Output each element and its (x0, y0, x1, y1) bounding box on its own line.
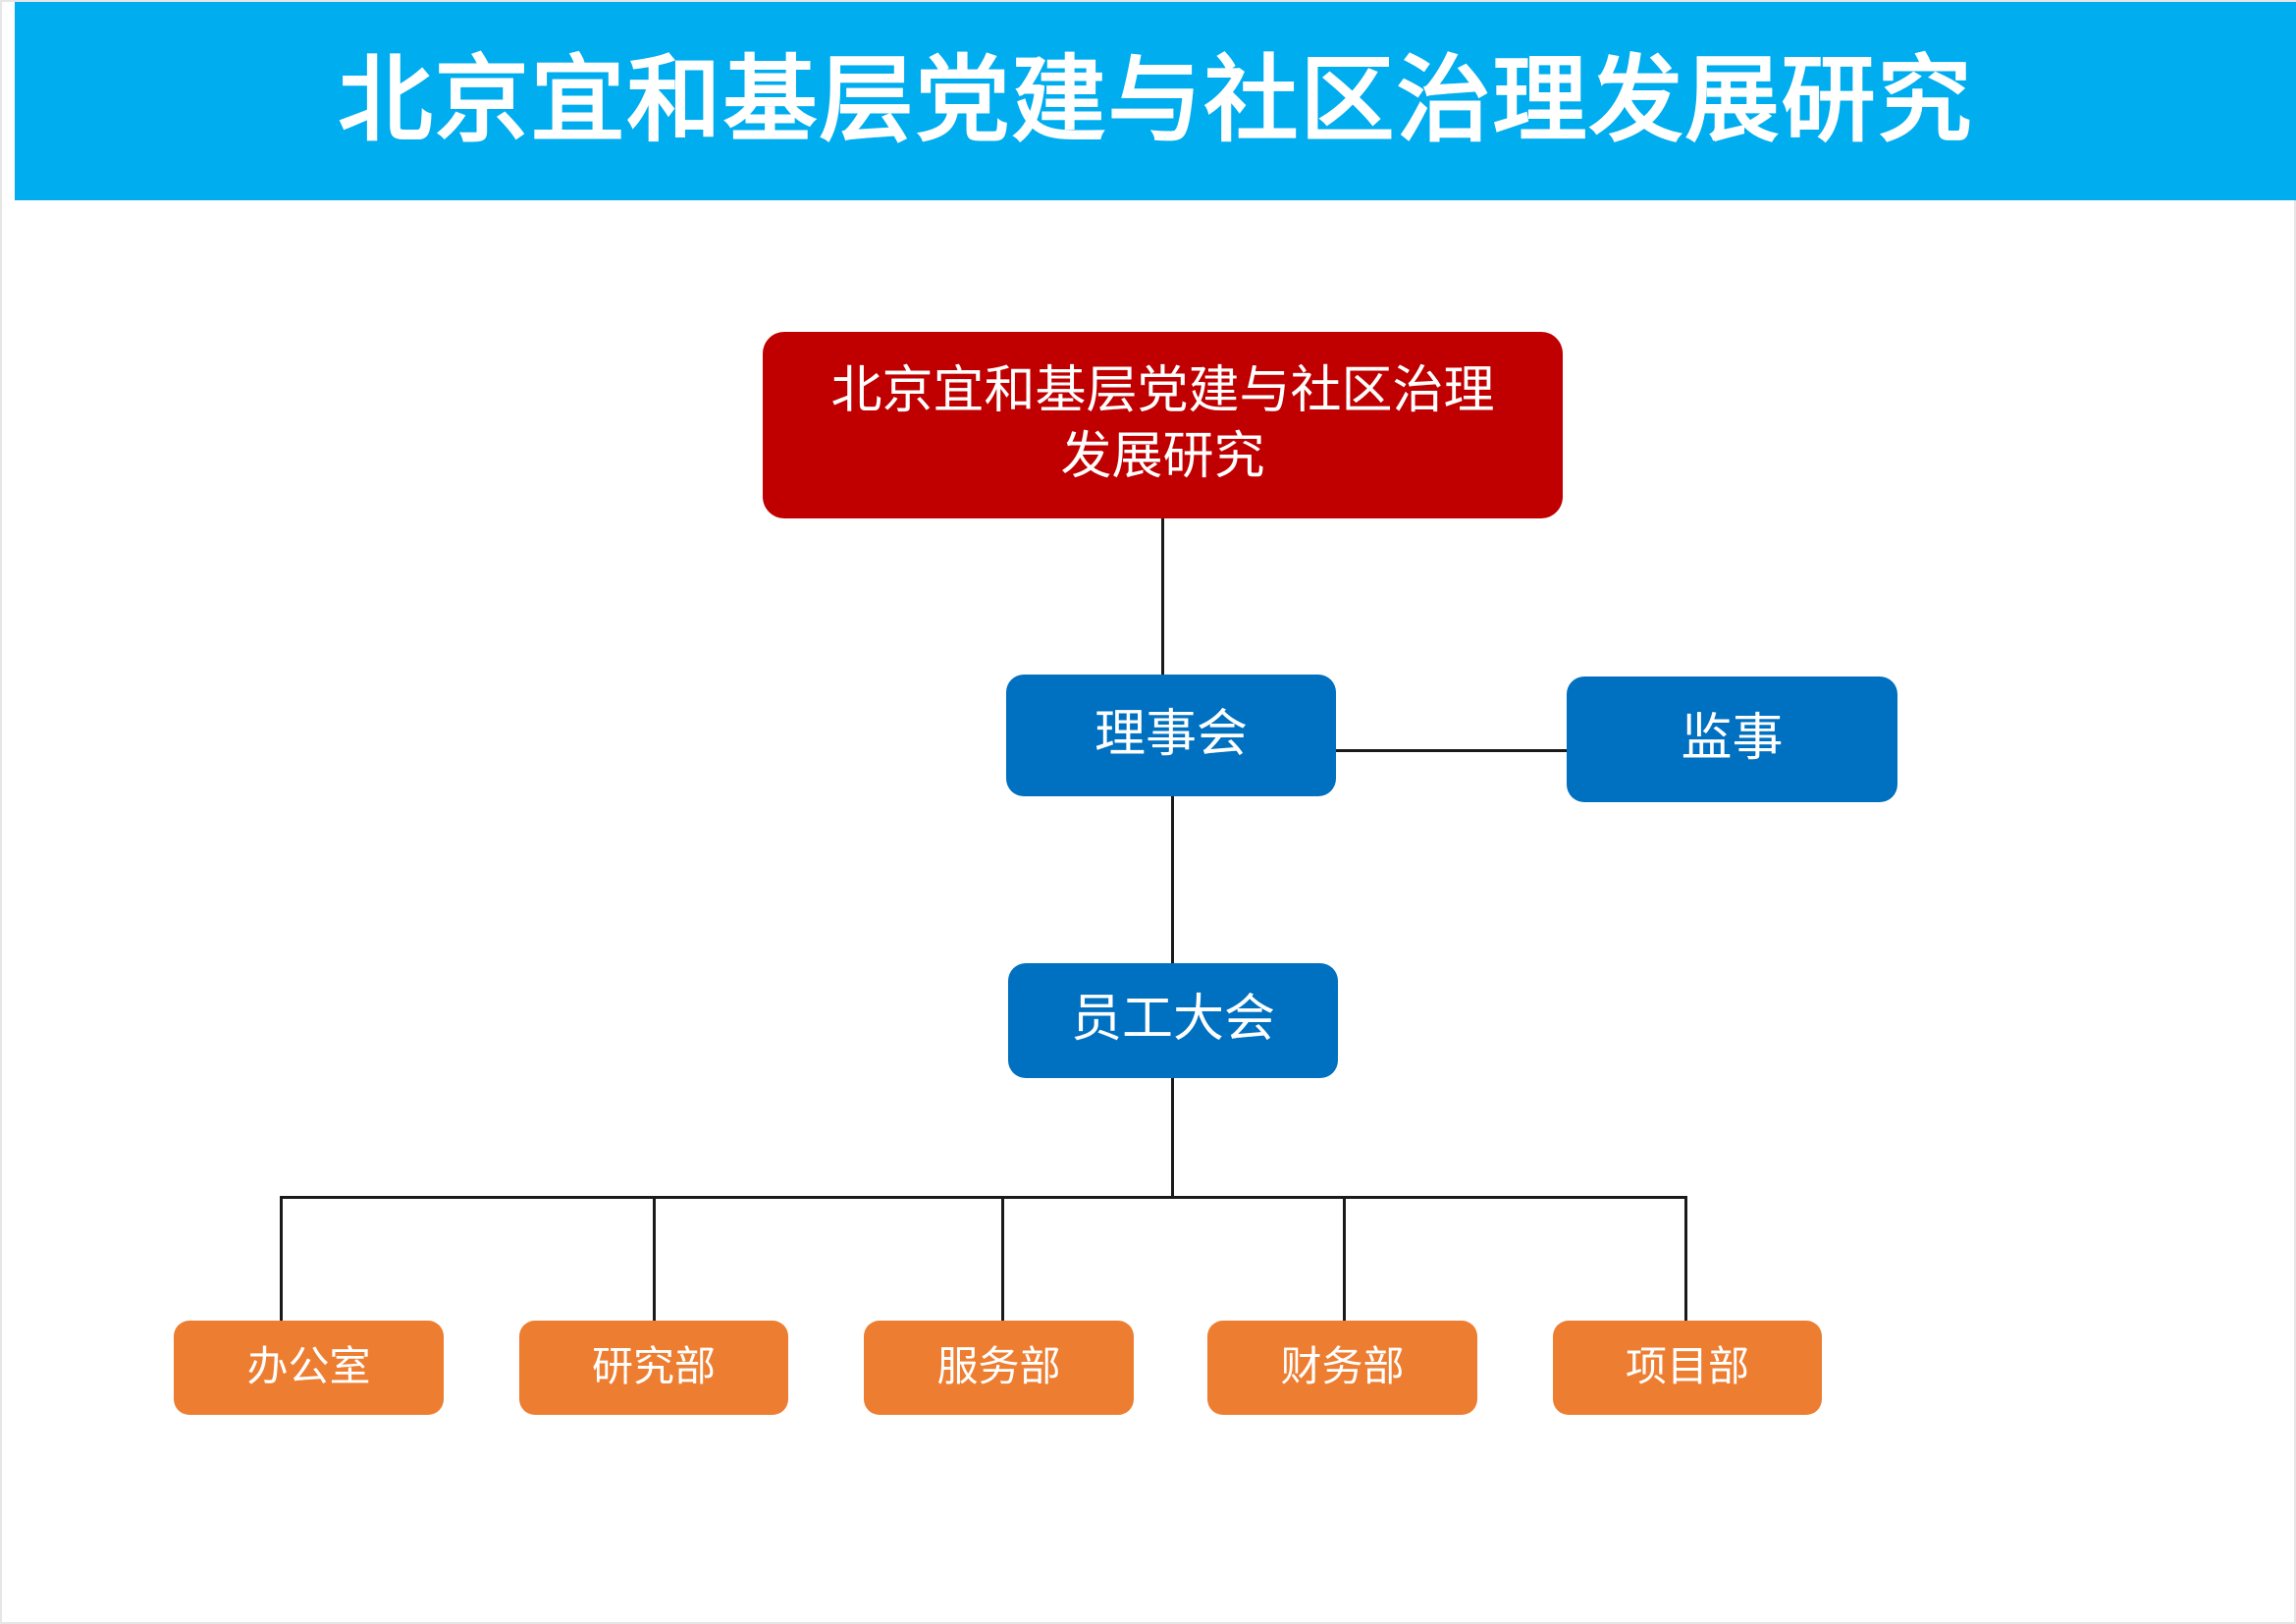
connector-drop-office (280, 1196, 283, 1324)
org-node-department-project[interactable]: 项目部 (1553, 1321, 1822, 1415)
connector-assembly-stem (1171, 1076, 1174, 1198)
connector-board-to-supervisor (1332, 749, 1570, 752)
org-node-board-label: 理事会 (1094, 706, 1248, 763)
org-node-department-service[interactable]: 服务部 (864, 1321, 1134, 1415)
org-node-department-finance-label: 财务部 (1280, 1344, 1405, 1390)
org-node-supervisor-label: 监事 (1681, 710, 1784, 767)
header-banner: 北京宜和基层党建与社区治理发展研究 (15, 2, 2296, 200)
org-node-department-office[interactable]: 办公室 (174, 1321, 444, 1415)
org-node-root[interactable]: 北京宜和基层党建与社区治理 发展研究 (763, 332, 1563, 518)
org-node-assembly-label: 员工大会 (1070, 992, 1275, 1049)
org-node-department-research-label: 研究部 (591, 1344, 716, 1390)
connector-drop-service (1001, 1196, 1004, 1324)
org-node-root-label: 北京宜和基层党建与社区治理 发展研究 (830, 359, 1494, 490)
org-node-department-service-label: 服务部 (936, 1344, 1061, 1390)
org-node-department-office-label: 办公室 (246, 1344, 371, 1390)
org-node-department-research[interactable]: 研究部 (519, 1321, 788, 1415)
org-node-root-label-line1: 北京宜和基层党建与社区治理 (830, 363, 1495, 420)
connector-board-to-assembly (1171, 793, 1174, 966)
connector-distribution-bar (280, 1196, 1687, 1199)
connector-drop-project (1684, 1196, 1687, 1324)
connector-drop-research (653, 1196, 656, 1324)
org-node-assembly[interactable]: 员工大会 (1008, 963, 1338, 1078)
connector-root-to-board (1161, 516, 1164, 677)
org-node-department-project-label: 项目部 (1625, 1344, 1749, 1390)
page-title: 北京宜和基层党建与社区治理发展研究 (338, 48, 1974, 153)
org-node-board[interactable]: 理事会 (1006, 675, 1336, 796)
org-node-department-finance[interactable]: 财务部 (1207, 1321, 1477, 1415)
connector-drop-finance (1343, 1196, 1346, 1324)
org-node-supervisor[interactable]: 监事 (1567, 677, 1897, 802)
org-node-root-label-line2: 发展研究 (1060, 429, 1265, 485)
